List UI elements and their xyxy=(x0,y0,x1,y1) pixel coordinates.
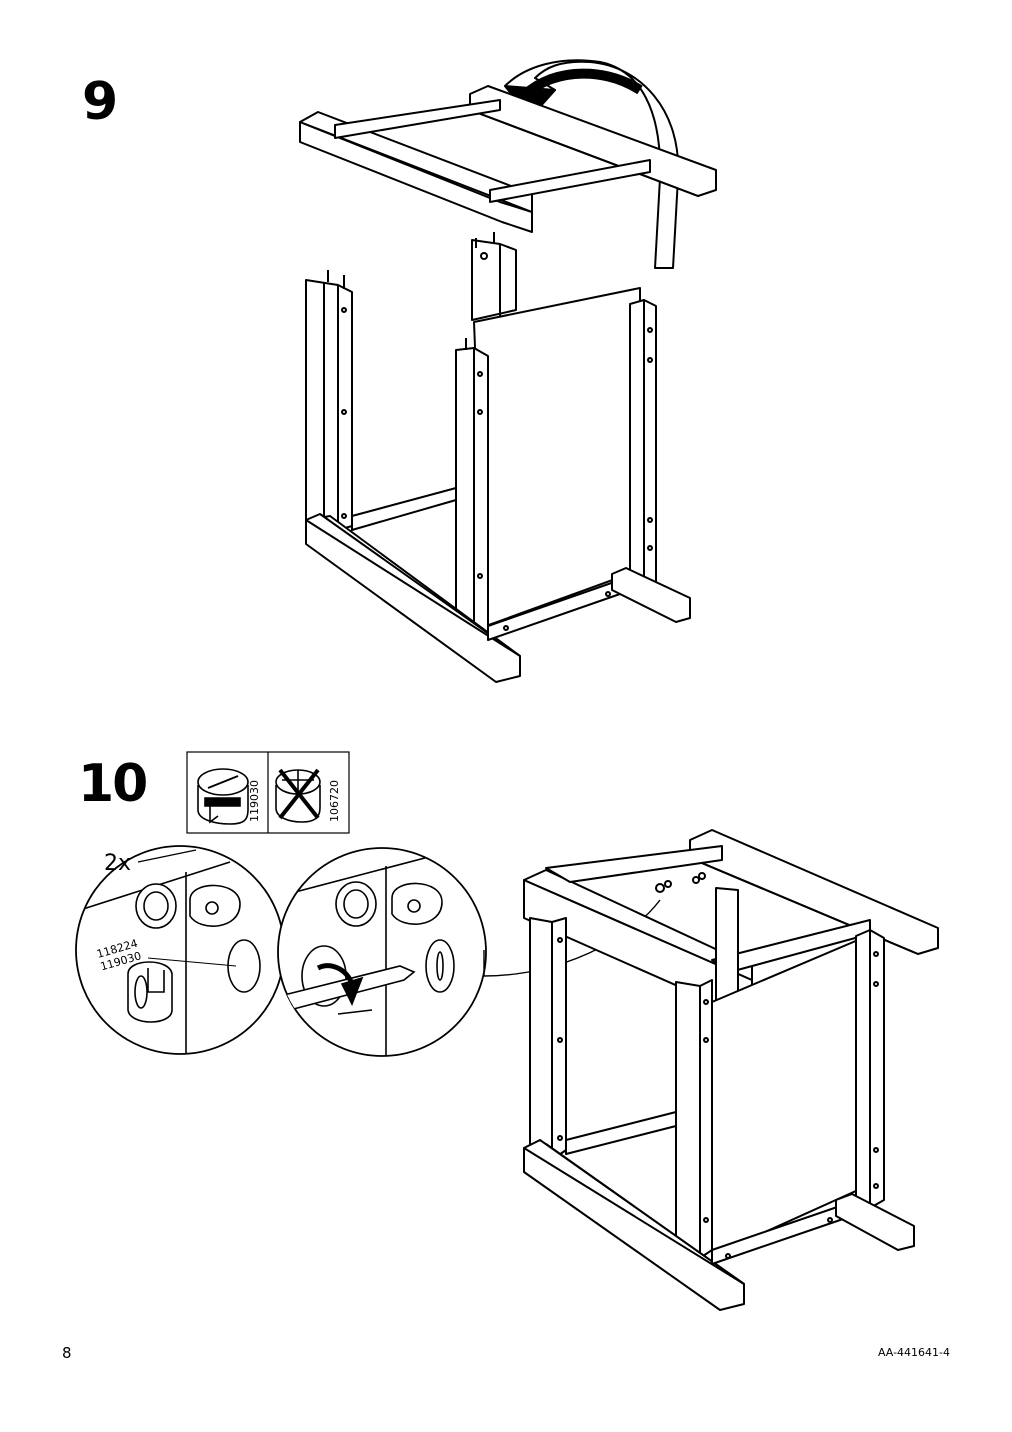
part-code-avoid: 106720 xyxy=(328,780,341,822)
parts-box: 119030 106720 xyxy=(186,751,350,834)
detail-circle-insert: 2x 118224 119030 xyxy=(75,845,285,1055)
step-10-number: 10 xyxy=(78,754,148,814)
stool-assembly xyxy=(523,829,939,1311)
part-code-use: 119030 xyxy=(248,780,261,822)
crossed-cam-lock-icon xyxy=(275,768,321,823)
bottom-frame xyxy=(305,487,691,683)
cam-lock-icon xyxy=(197,768,249,825)
detail-circle-tighten xyxy=(277,847,487,1057)
step-9-number: 9 xyxy=(82,72,118,132)
quantity-label: 2x xyxy=(104,851,131,876)
top-frame xyxy=(299,85,717,233)
leg-back xyxy=(471,232,517,321)
document-id: AA-441641-4 xyxy=(877,1346,950,1359)
step-9-illustration xyxy=(299,59,717,683)
leg-left xyxy=(305,270,353,531)
step-10-illustration: 119030 106720 xyxy=(75,751,939,1311)
page-number: 8 xyxy=(62,1344,72,1362)
